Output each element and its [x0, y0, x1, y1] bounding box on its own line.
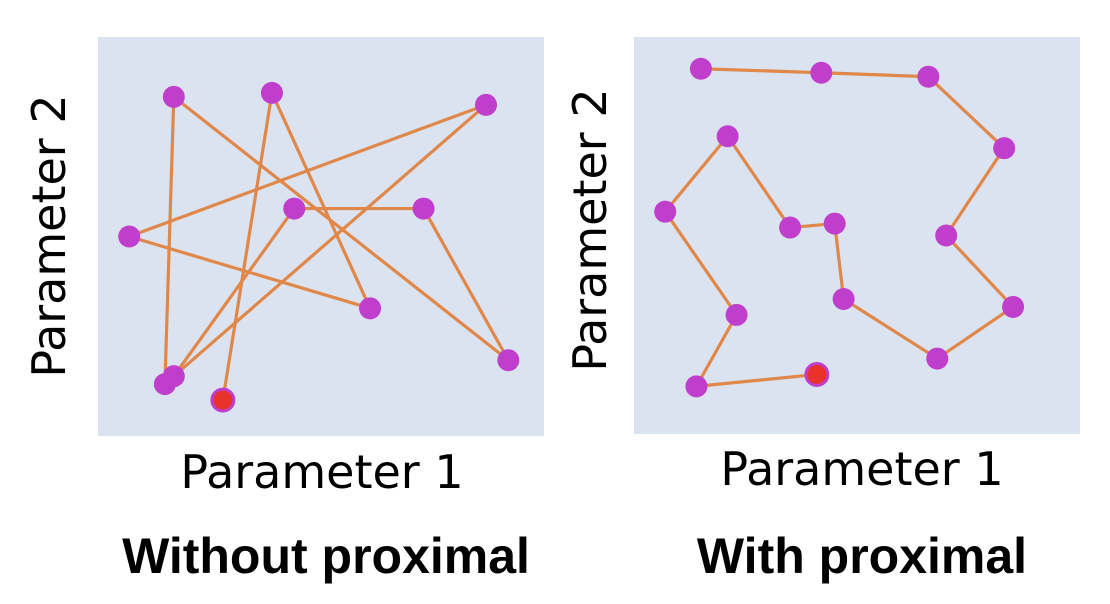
sample-point: [832, 288, 855, 311]
start-point: [804, 361, 830, 387]
path-segment: [172, 95, 510, 362]
sample-point: [823, 212, 846, 235]
sample-point: [283, 197, 306, 220]
path-segment: [935, 305, 1015, 361]
sample-point: [926, 347, 949, 370]
path-segment: [694, 313, 739, 388]
sample-point: [497, 349, 520, 372]
xlabel-with: Parameter 1: [720, 442, 1003, 496]
path-segment: [699, 67, 823, 75]
sample-point: [412, 197, 435, 220]
path-segment: [663, 210, 739, 317]
sample-point: [359, 297, 382, 320]
path-segment: [163, 95, 176, 386]
path-segment: [833, 221, 846, 301]
path-segment: [663, 134, 730, 214]
path-segment: [694, 372, 819, 388]
path-segment: [819, 71, 930, 79]
path-segment: [270, 91, 372, 310]
path-segment: [926, 75, 1006, 150]
sample-point: [917, 65, 940, 88]
panel-with-proximal: Parameter 1 Parameter 2 With proximal: [563, 37, 1080, 584]
path-segment: [172, 206, 296, 378]
sample-point: [725, 303, 748, 326]
trajectory-without: [118, 81, 520, 413]
plot-area-with: [634, 37, 1080, 434]
xlabel-without: Parameter 1: [180, 445, 463, 499]
sample-point: [993, 137, 1016, 160]
sample-point: [475, 93, 498, 116]
path-segment: [944, 233, 1015, 309]
title-with-proximal: With proximal: [697, 528, 1027, 584]
sample-point: [162, 85, 185, 108]
trajectory-with: [654, 57, 1025, 398]
sample-point: [118, 225, 141, 248]
path-segment: [127, 103, 488, 239]
path-segment: [221, 91, 274, 402]
sample-point: [1002, 295, 1025, 318]
ylabel-with: Parameter 2: [563, 88, 617, 371]
path-segment: [726, 134, 792, 230]
path-segment: [944, 146, 1006, 238]
sample-point: [260, 81, 283, 104]
sample-point: [654, 200, 677, 223]
sample-point: [810, 61, 833, 84]
path-segment: [842, 297, 939, 361]
start-point: [210, 387, 236, 413]
sample-point: [689, 57, 712, 80]
sample-point: [685, 375, 708, 398]
panel-without-proximal: Parameter 1 Parameter 2 Without proximal: [22, 37, 544, 584]
sample-point: [779, 216, 802, 239]
sample-point: [716, 125, 739, 148]
path-segment: [172, 103, 488, 378]
path-segment: [421, 206, 510, 362]
ylabel-without: Parameter 2: [22, 94, 76, 377]
sample-point: [935, 224, 958, 247]
sample-point: [162, 365, 185, 388]
title-without-proximal: Without proximal: [122, 528, 530, 584]
